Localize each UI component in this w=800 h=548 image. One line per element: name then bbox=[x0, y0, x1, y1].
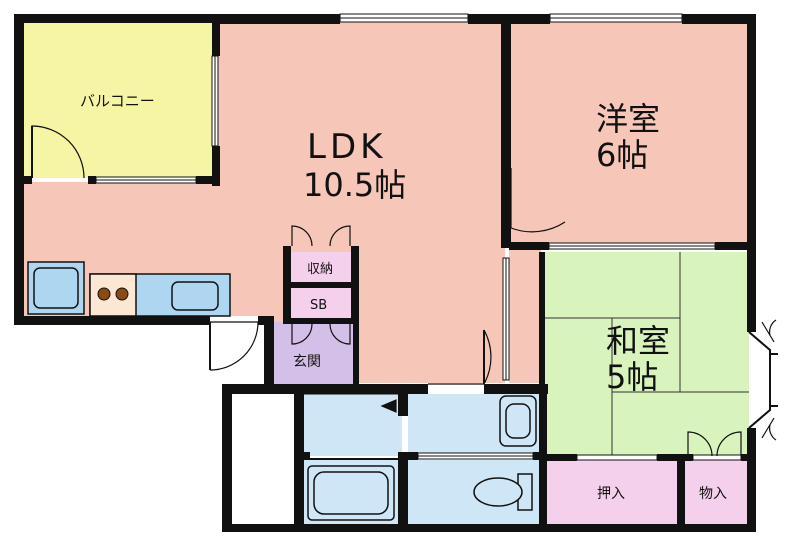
bathtub-inner bbox=[313, 471, 389, 515]
ldk-size-label: 10.5帖 bbox=[303, 166, 406, 204]
walls bbox=[14, 14, 756, 532]
storeroom-label: 物入 bbox=[699, 486, 727, 502]
stove-area bbox=[89, 273, 137, 317]
storeroom-floor bbox=[685, 460, 747, 524]
toilet-bowl bbox=[473, 477, 523, 507]
japanese-size-label: 5帖 bbox=[606, 358, 658, 396]
closet-floor bbox=[547, 460, 677, 524]
washer-drum bbox=[505, 403, 531, 439]
japanese-room-floor bbox=[541, 252, 749, 456]
storage-area bbox=[231, 394, 295, 524]
shoe-box-floor bbox=[290, 288, 352, 318]
western-room-floor bbox=[509, 22, 749, 244]
windows bbox=[95, 13, 742, 461]
closet-label: 押入 bbox=[597, 486, 625, 502]
burner-right bbox=[115, 287, 129, 301]
door-swings bbox=[31, 125, 742, 457]
balcony-label: バルコニー bbox=[80, 92, 155, 110]
sink-basin bbox=[33, 267, 79, 309]
western-name-label: 洋室 bbox=[596, 100, 660, 138]
kitchen-sink bbox=[171, 281, 219, 311]
ldk-name-label: LDK bbox=[307, 127, 386, 167]
fixtures bbox=[27, 261, 537, 521]
storage-floor bbox=[290, 252, 352, 282]
hall-floor bbox=[509, 248, 541, 383]
entrance-label: 玄関 bbox=[293, 353, 321, 370]
japanese-name-label: 和室 bbox=[606, 322, 670, 360]
storage-label: 収納 bbox=[307, 262, 333, 277]
tatami-lines bbox=[541, 252, 749, 456]
bay-window bbox=[748, 319, 778, 441]
western-size-label: 6帖 bbox=[596, 136, 648, 174]
balcony-floor bbox=[24, 22, 216, 178]
shoe-box-label: SB bbox=[310, 298, 327, 313]
entrance-floor bbox=[272, 322, 355, 384]
room-labels: バルコニー LDK 10.5帖 洋室 6帖 和室 5帖 収納 SB 玄関 押入 … bbox=[80, 92, 727, 502]
burner-left bbox=[97, 287, 111, 301]
